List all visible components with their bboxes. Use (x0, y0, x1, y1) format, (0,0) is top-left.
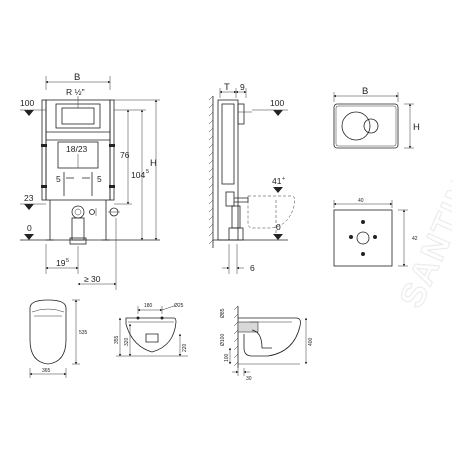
wall-plate-height: 42 (412, 236, 418, 242)
front-pipe-label: 18/23 (66, 144, 88, 154)
side-dim-6: 6 (250, 263, 255, 273)
bowl-side-depth-30: 30 (246, 376, 252, 382)
wall-plate-width: 40 (358, 198, 364, 204)
front-side-5-left: 5 (56, 174, 61, 184)
front-height-104: 104 (131, 170, 145, 180)
front-view: B R ½" 100 18/23 5 5 (20, 72, 160, 290)
bowl-front-diameter: Ø25 (174, 303, 184, 309)
bowl-top-length: 535 (79, 330, 88, 336)
front-side-5-right: 5 (97, 174, 102, 184)
bowl-front-spacing: 180 (144, 303, 153, 309)
side-dim-41: 41 (272, 176, 282, 186)
bowl-front-height-320: 320 (124, 337, 130, 346)
bowl-side-height-400: 400 (308, 337, 314, 346)
bowl-side-dim-100: Ø100 (220, 334, 226, 346)
flush-height-label: H (413, 122, 420, 133)
front-dim-30: ≥ 30 (84, 274, 101, 284)
side-dim-T: T (224, 82, 230, 93)
front-top-level: 100 (20, 98, 34, 108)
front-thread-label: R ½" (66, 87, 85, 97)
side-dim-41-sup: + (282, 176, 285, 182)
front-zero-level: 0 (27, 223, 32, 233)
flush-width-label: B (362, 86, 368, 97)
bowl-top-width: 365 (42, 368, 51, 374)
front-height-104-sup: 5 (146, 169, 149, 175)
bowl-top-view: 535 365 (29, 299, 88, 378)
bowl-front-height-220: 220 (182, 343, 188, 352)
bowl-side-height-100: 100 (224, 353, 230, 362)
front-width-label: B (74, 72, 80, 83)
side-top-level: 100 (270, 98, 284, 108)
side-view: T 9 100 41 + 0 6 (208, 82, 295, 274)
bowl-side-view: Ø85 Ø100 100 400 30 (220, 305, 314, 382)
side-zero-level: 0 (276, 222, 281, 232)
flush-plate: B H (333, 86, 420, 149)
watermark-text: SANTINO (393, 145, 452, 313)
bowl-front-height-355: 355 (114, 335, 120, 344)
front-height-76: 76 (120, 150, 130, 160)
front-dim-19: 19 (56, 258, 66, 268)
front-dim-19-sup: 5 (66, 258, 69, 264)
bowl-front-view: 180 Ø25 355 320 220 (114, 303, 188, 357)
front-height-H: H (150, 158, 157, 169)
side-dim-9: 9 (240, 82, 245, 92)
wall-plate: 40 42 (333, 198, 418, 267)
watermark: SANTINO (392, 145, 452, 314)
bowl-side-dim-85: Ø85 (220, 308, 226, 318)
front-dim-23: 23 (24, 193, 34, 203)
